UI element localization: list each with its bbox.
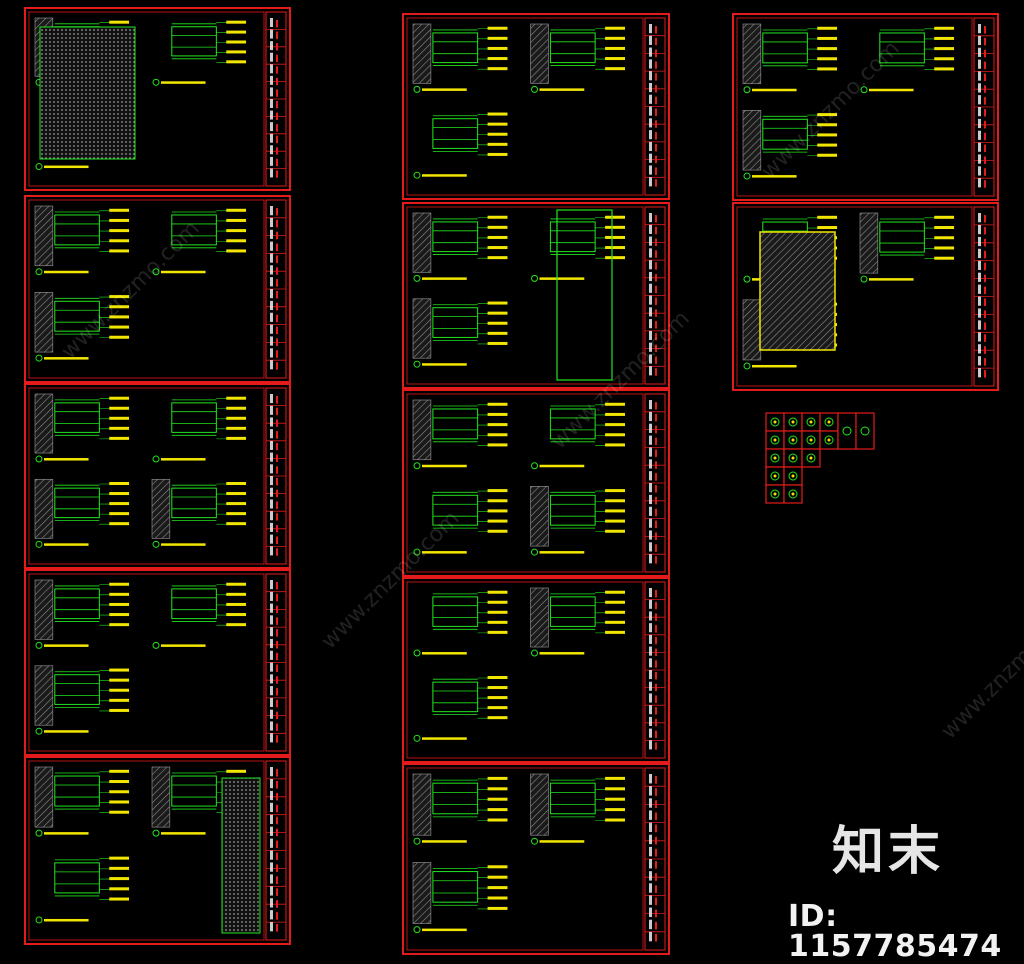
watermark-logo: 知末 — [832, 822, 945, 882]
title-block — [265, 199, 287, 379]
door-elevation — [759, 231, 836, 351]
middle-column-sheet-3 — [402, 389, 670, 577]
watermark-id: ID: 1157785474 — [788, 899, 1002, 964]
middle-column-sheet-1 — [402, 13, 670, 200]
middle-column-sheet-4 — [402, 577, 670, 763]
column-section — [556, 209, 613, 381]
title-block — [644, 393, 666, 573]
detail-drawings — [412, 399, 625, 556]
tiled-panel-elevation — [39, 26, 136, 160]
left-column-sheet-3 — [24, 383, 291, 569]
title-block — [265, 11, 287, 187]
title-block — [644, 581, 666, 759]
detail-drawings — [34, 205, 247, 362]
detail-drawings — [412, 212, 625, 368]
title-block — [265, 760, 287, 941]
middle-column-sheet-2 — [402, 202, 670, 389]
detail-drawings — [412, 23, 625, 179]
title-block — [644, 17, 666, 196]
block-library — [765, 412, 875, 504]
title-block — [644, 767, 666, 951]
watermark-site-text: www.znzmo.com — [937, 596, 1024, 744]
right-column-sheet-1 — [732, 13, 999, 201]
detail-drawings — [34, 393, 247, 548]
title-block — [644, 206, 666, 385]
middle-column-sheet-5 — [402, 763, 670, 955]
detail-drawings — [742, 23, 955, 180]
tall-panel-elevation — [221, 777, 261, 934]
title-block — [973, 206, 995, 387]
detail-drawings — [34, 579, 247, 735]
title-block — [265, 573, 287, 752]
detail-drawings — [34, 766, 247, 924]
left-column-sheet-4 — [24, 569, 291, 756]
title-block — [973, 17, 995, 197]
left-column-sheet-2 — [24, 195, 291, 383]
detail-drawings — [413, 587, 625, 742]
title-block — [265, 387, 287, 565]
detail-drawings — [412, 773, 625, 934]
